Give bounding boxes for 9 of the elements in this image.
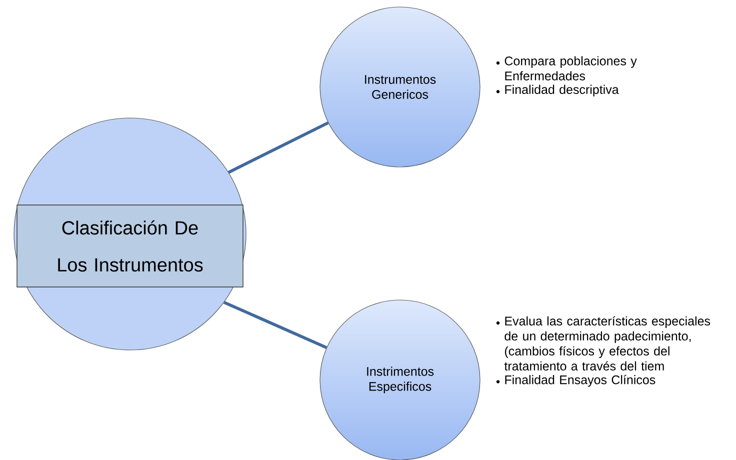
bullet-text: Finalidad descriptiva <box>505 84 619 96</box>
bullet-text: Evalua las características especiales de un determinado padecimiento, (cambios físicos y efectos del tratamiento a través del tiem <box>504 316 710 371</box>
bullet-text: Finalidad Ensayos Clínicos <box>505 374 656 387</box>
connector-line <box>228 121 329 174</box>
circle-node: Instrimentos Especificos <box>320 300 480 460</box>
bullet-text: Compara poblaciones y Enfermedades <box>504 56 637 80</box>
connector-line <box>223 300 328 349</box>
title-box: Clasificación De Los Instrumentos <box>16 204 244 288</box>
circle-node: Instrumentos Genericos <box>320 6 480 168</box>
